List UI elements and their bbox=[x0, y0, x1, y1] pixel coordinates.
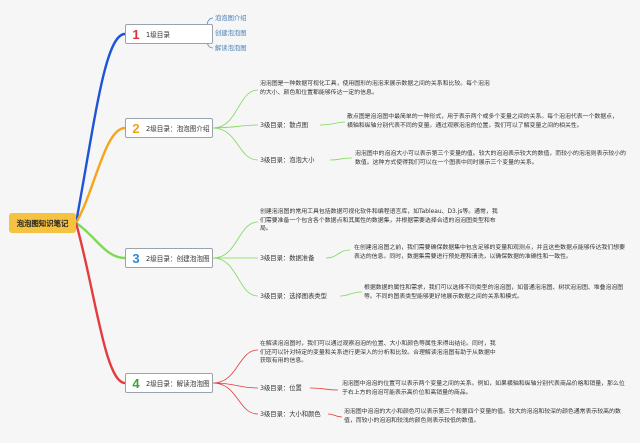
connector-branch2 bbox=[74, 126, 126, 224]
branch3-intro: 创建泡泡图的常用工具包括数据可视化软件和编程语言库，如Tableau、D3.js… bbox=[260, 209, 498, 233]
branch2-sub2-label[interactable]: 3级目录：泡泡大小 bbox=[260, 157, 315, 164]
connector-b3-sub1 bbox=[325, 249, 351, 259]
connector-b2 bbox=[212, 89, 259, 161]
branch2-number: 2 bbox=[132, 120, 140, 136]
connector-b3 bbox=[212, 221, 259, 297]
branch4-number: 4 bbox=[132, 375, 140, 391]
connector-branch4 bbox=[74, 222, 126, 385]
branch4-sub1-text: 泡泡图中泡泡的位置可以表示两个变量之间的关系。例如，如果横轴和纵轴分别代表商品价… bbox=[342, 381, 625, 396]
connector-b4-sub1 bbox=[309, 387, 339, 391]
branch3-sub1-text: 在创建泡泡图之前，我们需要确保数据集中包含足够的变量和观测点，并且这些数据点能够… bbox=[354, 245, 625, 260]
branch2-sub2-text: 泡泡图中的泡泡大小可以表示第三个变量的值。较大的泡泡表示较大的数值，而较小的泡泡… bbox=[355, 151, 626, 166]
branch1-leaf-2[interactable]: 创建泡泡图 bbox=[215, 30, 247, 37]
branch4-label: 2级目录：解读泡泡图 bbox=[146, 380, 210, 388]
connector-b4-sub2 bbox=[327, 413, 343, 418]
branch3-node[interactable]: 3 2级目录：创建泡泡图 bbox=[125, 248, 213, 268]
branch4-sub2-text: 泡泡图中泡泡的大小和颜色可以表示第三个和第四个变量的值。较大的泡泡和较深的颜色通… bbox=[344, 409, 621, 424]
branch4-node[interactable]: 4 2级目录：解读泡泡图 bbox=[125, 373, 213, 393]
connector-branch3 bbox=[75, 221, 126, 260]
branch1-number: 1 bbox=[132, 26, 140, 42]
branch1-leaf-3[interactable]: 解读泡泡图 bbox=[215, 45, 247, 52]
branch1-node[interactable]: 1 1级目录 bbox=[125, 24, 213, 44]
branch2-node[interactable]: 2 2级目录：泡泡图介绍 bbox=[125, 118, 213, 138]
branch2-label: 2级目录：泡泡图介绍 bbox=[146, 125, 210, 133]
connector-b2-sub1 bbox=[319, 121, 346, 126]
branch1-label: 1级目录 bbox=[146, 31, 170, 39]
branch2-intro: 泡泡图是一种数据可视化工具，使用圆形的泡泡来展示数据之间的关系和比较。每个泡泡的… bbox=[260, 81, 490, 96]
connector-b2-sub2 bbox=[329, 157, 353, 161]
root-node[interactable]: 泡泡图知识笔记 bbox=[9, 213, 76, 233]
branch3-sub2-label[interactable]: 3级目录：选择图表类型 bbox=[260, 293, 327, 300]
connector-b4 bbox=[212, 349, 259, 415]
branch4-sub2-label[interactable]: 3级目录：大小和颜色 bbox=[260, 411, 321, 418]
branch3-number: 3 bbox=[132, 250, 140, 266]
branch1-leaf-1[interactable]: 泡泡图介绍 bbox=[215, 15, 247, 22]
branch2-sub1-label[interactable]: 3级目录：散点图 bbox=[260, 122, 309, 129]
connector-b3-sub2 bbox=[339, 291, 363, 297]
branch3-sub2-text: 根据数据的属性和需求，我们可以选择不同类型的泡泡图，如普通泡泡图、树状泡泡图、堆… bbox=[364, 285, 624, 300]
branch3-sub1-label[interactable]: 3级目录：数据准备 bbox=[260, 255, 315, 262]
branch2-sub1-text: 散点图是泡泡图中最简单的一种形式，用于表示两个或多个变量之间的关系。每个泡泡代表… bbox=[347, 114, 618, 129]
branch4-sub1-label[interactable]: 3级目录：位置 bbox=[260, 385, 302, 392]
branch3-label: 2级目录：创建泡泡图 bbox=[146, 255, 210, 263]
connector-branch1 bbox=[74, 32, 126, 224]
branch4-intro: 在解读泡泡图时，我们可以通过观察泡泡的位置、大小和颜色等属性来得出结论。同时，我… bbox=[260, 341, 496, 365]
